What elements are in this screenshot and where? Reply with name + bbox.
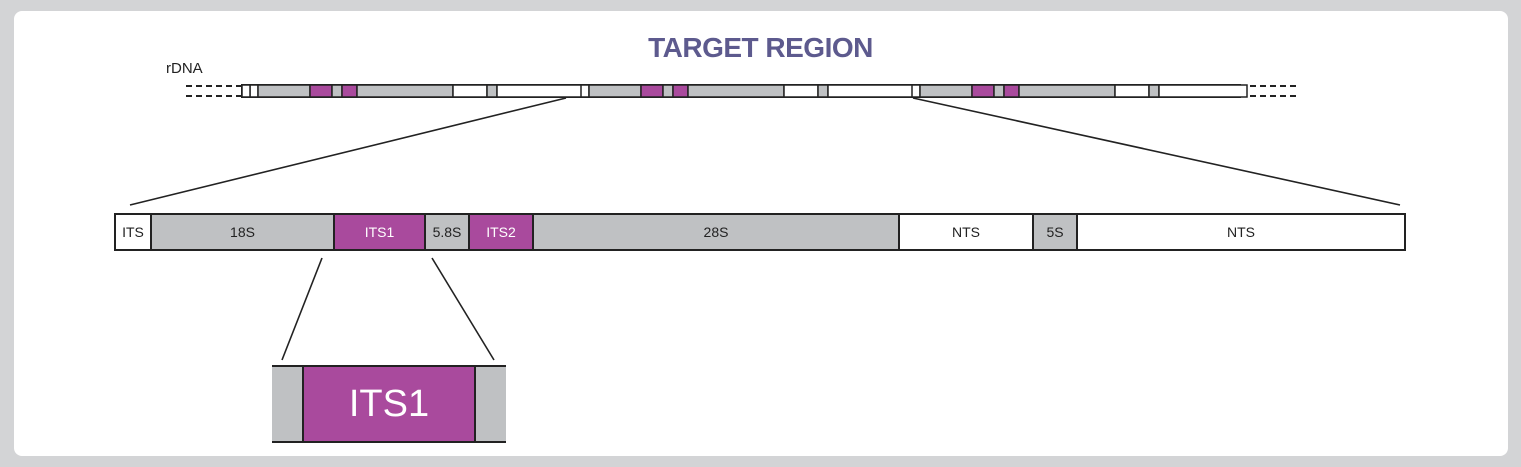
strip-segment — [249, 84, 259, 98]
strip-segment — [817, 84, 829, 98]
strip-segment — [993, 84, 1005, 98]
strip-segment — [687, 84, 785, 98]
diagram-title: TARGET REGION — [648, 32, 873, 63]
segment-its: ITS — [116, 215, 152, 249]
connector-right — [912, 97, 1401, 206]
strip-segment — [257, 84, 311, 98]
rdna-strip — [186, 84, 1296, 98]
strip-segment — [911, 84, 921, 98]
strip-segment — [783, 84, 819, 98]
its1-zoom-box: ITS1 — [272, 365, 506, 443]
strip-segment — [341, 84, 358, 98]
segment-5s: 5S — [1034, 215, 1078, 249]
strip-segment — [672, 84, 689, 98]
strip-segment — [1003, 84, 1020, 98]
zoom-left-flank — [272, 367, 302, 441]
zoom-its1-label: ITS1 — [302, 367, 476, 441]
strip-segment — [452, 84, 488, 98]
repeat-unit-bar: ITS 18S ITS1 5.8S ITS2 28S NTS 5S NTS — [114, 213, 1406, 251]
segment-18s: 18S — [152, 215, 335, 249]
segment-5-8s: 5.8S — [426, 215, 470, 249]
rdna-label: rDNA — [166, 60, 203, 77]
strip-segment — [919, 84, 973, 98]
strip-segment — [1114, 84, 1150, 98]
strip-segment — [588, 84, 642, 98]
strip-segment — [662, 84, 674, 98]
zoom-right-flank — [476, 367, 506, 441]
strip-segment — [331, 84, 343, 98]
strip-segment — [309, 84, 333, 98]
strip-segment — [486, 84, 498, 98]
zoom-connector-right — [431, 257, 495, 361]
strip-segment — [496, 84, 586, 98]
segment-its2: ITS2 — [470, 215, 534, 249]
strip-segment — [356, 84, 454, 98]
strip-segment — [971, 84, 995, 98]
zoom-connector-left — [281, 257, 323, 361]
strip-segment — [1158, 84, 1248, 98]
strip-segment — [1018, 84, 1116, 98]
strip-lead — [241, 84, 251, 98]
segment-28s: 28S — [534, 215, 900, 249]
strip-segment — [640, 84, 664, 98]
segment-its1: ITS1 — [335, 215, 426, 249]
callout-lines — [129, 97, 1401, 361]
connector-left — [129, 97, 567, 206]
segment-nts-2: NTS — [1078, 215, 1404, 249]
strip-segment — [1148, 84, 1160, 98]
segment-nts-1: NTS — [900, 215, 1034, 249]
strip-segment — [580, 84, 590, 98]
strip-segment — [827, 84, 917, 98]
